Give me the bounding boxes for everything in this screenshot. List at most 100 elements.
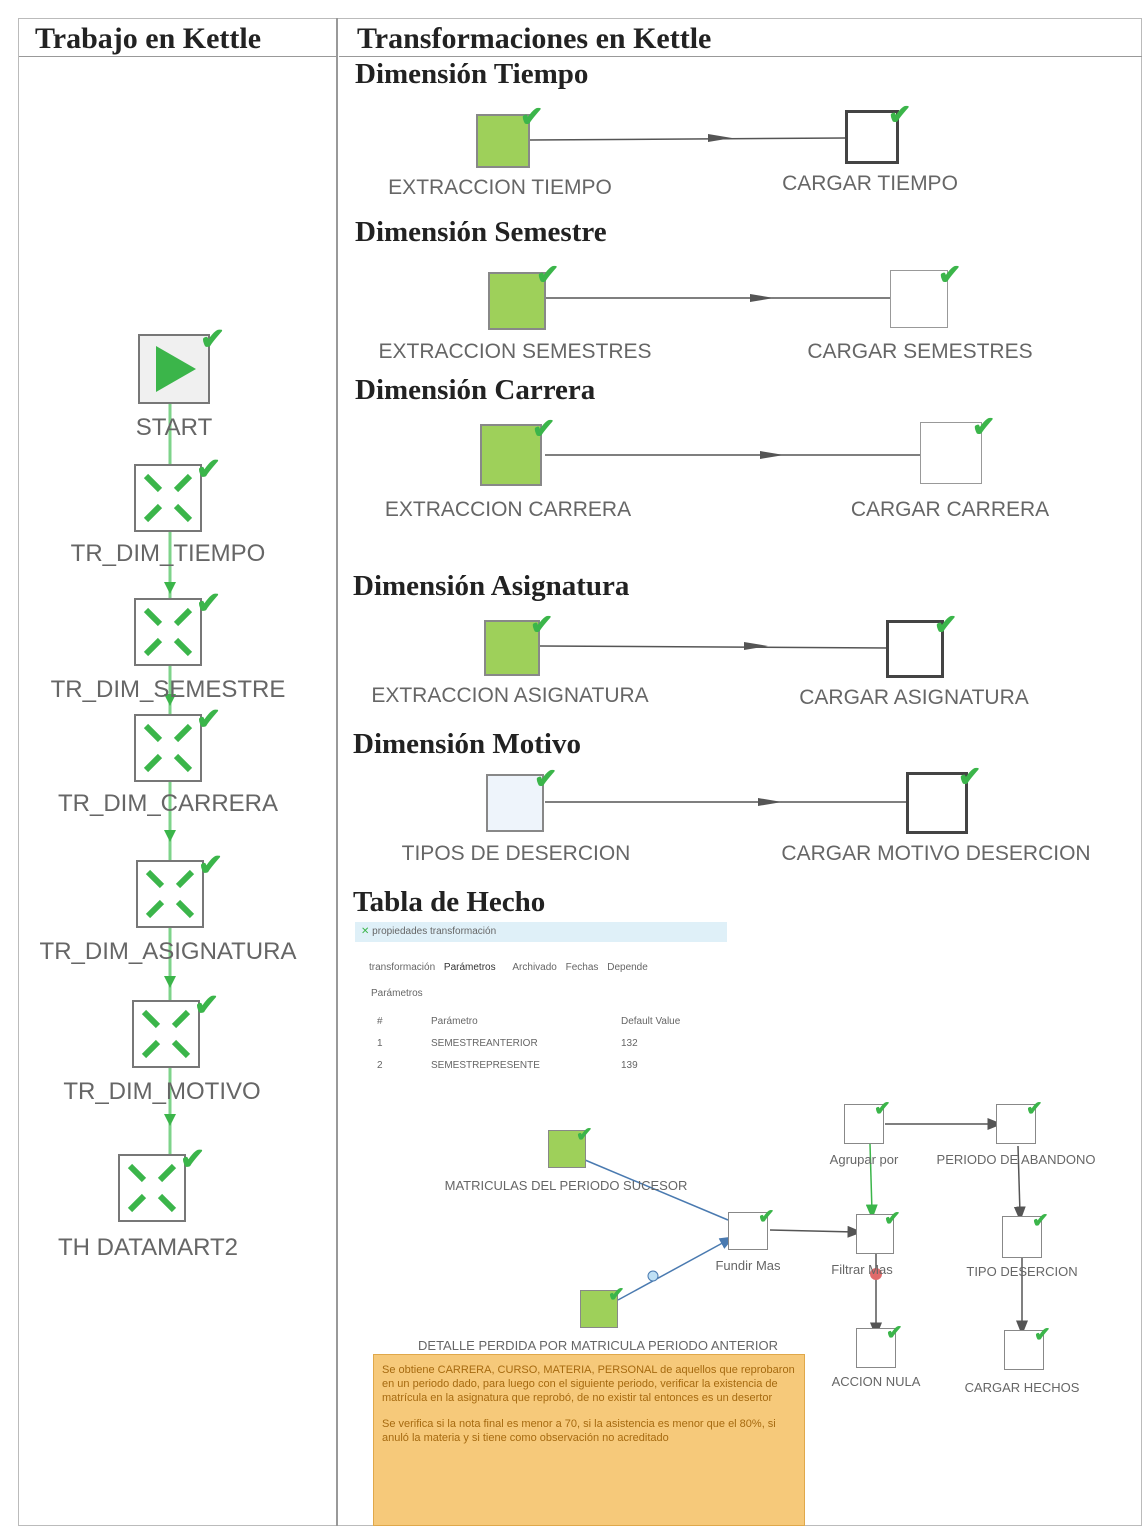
section-title-semestre: Dimensión Semestre xyxy=(355,216,607,248)
success-check-icon: ✔ xyxy=(196,703,222,736)
group-by-step-icon[interactable] xyxy=(844,1104,884,1144)
step-label: EXTRACCION TIEMPO xyxy=(388,176,612,199)
script-step-icon[interactable] xyxy=(996,1104,1036,1144)
switch-step-icon[interactable] xyxy=(1002,1216,1042,1258)
section-title-carrera: Dimensión Carrera xyxy=(355,374,596,406)
step-label: Filtrar Mas xyxy=(831,1262,893,1277)
output-step-icon[interactable] xyxy=(845,110,899,164)
success-check-icon: ✔ xyxy=(934,609,958,640)
output-step-icon[interactable] xyxy=(906,772,968,834)
success-check-icon: ✔ xyxy=(938,259,962,290)
input-step-icon[interactable] xyxy=(580,1290,618,1328)
step-label: CARGAR ASIGNATURA xyxy=(799,686,1029,709)
success-check-icon: ✔ xyxy=(1034,1324,1051,1346)
column-divider xyxy=(336,18,338,1526)
step-label: CARGAR HECHOS xyxy=(964,1380,1080,1395)
column-header: # xyxy=(377,1016,383,1027)
success-check-icon: ✔ xyxy=(758,1206,775,1228)
step-label: Agrupar por xyxy=(829,1152,899,1167)
table-cell[interactable]: SEMESTREPRESENTE xyxy=(431,1060,540,1071)
step-label: CARGAR TIEMPO xyxy=(782,172,958,195)
output-step-icon[interactable] xyxy=(1004,1330,1044,1370)
section-title-asignatura: Dimensión Asignatura xyxy=(353,570,630,602)
input-step-icon[interactable] xyxy=(476,114,530,168)
start-label: START xyxy=(135,414,213,441)
step-label: EXTRACCION ASIGNATURA xyxy=(371,684,649,707)
tab-parametros[interactable]: Parámetros xyxy=(443,962,496,973)
success-check-icon: ✔ xyxy=(886,1322,903,1344)
sticky-note: Se obtiene CARRERA, CURSO, MATERIA, PERS… xyxy=(373,1354,805,1526)
success-check-icon: ✔ xyxy=(888,99,912,130)
success-check-icon: ✔ xyxy=(958,761,982,792)
success-check-icon: ✔ xyxy=(194,989,220,1022)
section-label: Parámetros xyxy=(371,988,423,999)
step-label: TIPOS DE DESERCION xyxy=(401,842,631,865)
table-cell[interactable]: 132 xyxy=(621,1038,638,1049)
success-check-icon: ✔ xyxy=(608,1284,625,1306)
output-step-icon[interactable] xyxy=(920,422,982,484)
step-label: CARGAR MOTIVO DESERCION xyxy=(781,842,1091,865)
column-header: Parámetro xyxy=(431,1016,478,1027)
step-label: EXTRACCION SEMESTRES xyxy=(378,340,652,363)
table-cell: 2 xyxy=(377,1060,383,1071)
success-check-icon: ✔ xyxy=(972,411,996,442)
job-step-label: TR_DIM_ASIGNATURA xyxy=(39,938,297,965)
success-check-icon: ✔ xyxy=(884,1208,901,1230)
job-step-label: TR_DIM_TIEMPO xyxy=(70,540,266,567)
success-check-icon: ✔ xyxy=(534,763,558,794)
success-check-icon: ✔ xyxy=(196,587,222,620)
start-entry[interactable] xyxy=(138,334,210,404)
tab-depende[interactable]: Depende xyxy=(607,962,648,973)
table-cell: 1 xyxy=(377,1038,383,1049)
properties-panel: ✕ propiedades transformación transformac… xyxy=(355,922,727,1082)
table-cell[interactable]: 139 xyxy=(621,1060,638,1071)
step-label: MATRICULAS DEL PERIODO SUCESOR xyxy=(444,1178,688,1193)
success-check-icon: ✔ xyxy=(532,413,556,444)
job-entry-tr-dim-carrera[interactable] xyxy=(134,714,202,782)
input-step-icon[interactable] xyxy=(488,272,546,330)
job-entry-th-datamart2[interactable] xyxy=(118,1154,186,1222)
filter-step-icon[interactable] xyxy=(856,1214,894,1254)
input-step-icon[interactable] xyxy=(548,1130,586,1168)
transformation-icon xyxy=(143,607,193,657)
data-grid-step-icon[interactable] xyxy=(486,774,544,832)
input-step-icon[interactable] xyxy=(480,424,542,486)
transformation-icon xyxy=(145,869,195,919)
output-step-icon[interactable] xyxy=(890,270,948,328)
transformation-icon xyxy=(143,723,193,773)
job-step-label: TR_DIM_SEMESTRE xyxy=(50,676,286,703)
section-title-motivo: Dimensión Motivo xyxy=(353,728,581,760)
success-check-icon: ✔ xyxy=(198,849,224,882)
transformation-icon xyxy=(143,473,193,523)
success-check-icon: ✔ xyxy=(874,1098,891,1120)
output-step-icon[interactable] xyxy=(886,620,944,678)
job-entry-tr-dim-motivo[interactable] xyxy=(132,1000,200,1068)
success-check-icon: ✔ xyxy=(520,101,544,132)
table-cell[interactable]: SEMESTREANTERIOR xyxy=(431,1038,538,1049)
tab-transformacion[interactable]: transformación xyxy=(369,962,436,973)
dummy-step-icon[interactable] xyxy=(856,1328,896,1368)
transformation-icon: ✕ xyxy=(361,926,370,937)
transformation-icon xyxy=(127,1163,177,1213)
transformation-icon xyxy=(141,1009,191,1059)
tab-fechas[interactable]: Fechas xyxy=(565,962,599,973)
step-label: DETALLE PERDIDA POR MATRICULA PERIODO AN… xyxy=(418,1338,778,1353)
note-paragraph: Se verifica si la nota final es menor a … xyxy=(382,1418,776,1444)
success-check-icon: ✔ xyxy=(530,609,554,640)
success-check-icon: ✔ xyxy=(536,259,560,290)
success-check-icon: ✔ xyxy=(196,453,222,486)
step-label: TIPO DESERCION xyxy=(966,1264,1078,1279)
step-label: CARGAR CARRERA xyxy=(850,498,1050,521)
tab-archivado[interactable]: Archivado xyxy=(512,962,557,973)
left-header: Trabajo en Kettle xyxy=(19,19,337,57)
job-step-label: TH DATAMART2 xyxy=(57,1234,239,1261)
panel-title: propiedades transformación xyxy=(372,926,497,937)
job-entry-tr-dim-tiempo[interactable] xyxy=(134,464,202,532)
merge-step-icon[interactable] xyxy=(728,1212,768,1250)
input-step-icon[interactable] xyxy=(484,620,540,676)
success-check-icon: ✔ xyxy=(576,1124,593,1146)
panel-title-bar: ✕ propiedades transformación xyxy=(355,922,727,942)
success-check-icon: ✔ xyxy=(180,1143,206,1176)
job-entry-tr-dim-asignatura[interactable] xyxy=(136,860,204,928)
job-entry-tr-dim-semestre[interactable] xyxy=(134,598,202,666)
